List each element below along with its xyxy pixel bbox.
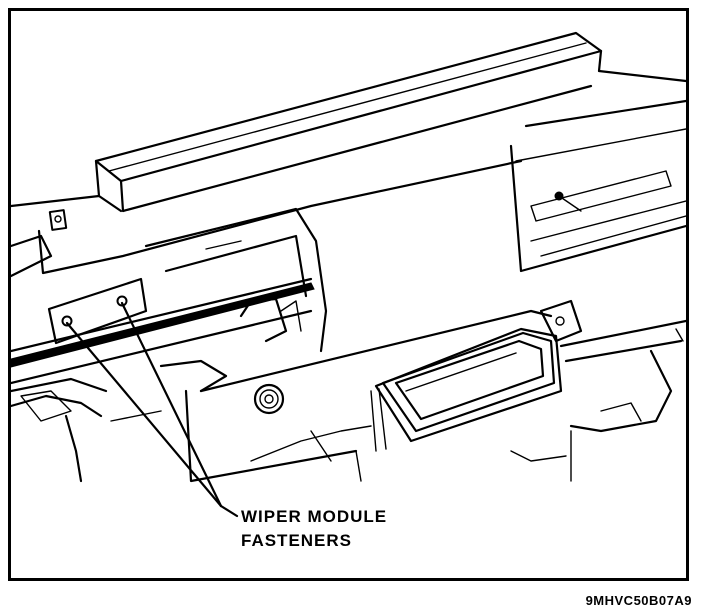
illustration-frame: WIPER MODULE FASTENERS (8, 8, 689, 581)
grommet (253, 383, 285, 415)
lower-wiring (250, 425, 567, 482)
right-mounting-tab (539, 299, 583, 343)
wiper-module-illustration (11, 31, 686, 518)
cowl-panel (94, 31, 686, 213)
figure-code: 9MHVC50B07A9 (585, 593, 692, 608)
right-lower-housing (559, 319, 686, 482)
callout-label-line1: WIPER MODULE (241, 507, 388, 526)
right-vent-housing (509, 99, 686, 273)
callout-label-line2: FASTENERS (241, 531, 353, 550)
air-duct (370, 327, 563, 452)
left-bracket (48, 209, 68, 231)
left-lower-assembly (11, 377, 162, 483)
fastener-left (61, 315, 73, 327)
main-beam (11, 277, 553, 483)
wiper-module-bracket (47, 277, 148, 345)
callout-leader-lines (65, 301, 239, 518)
left-fascia (11, 159, 523, 278)
